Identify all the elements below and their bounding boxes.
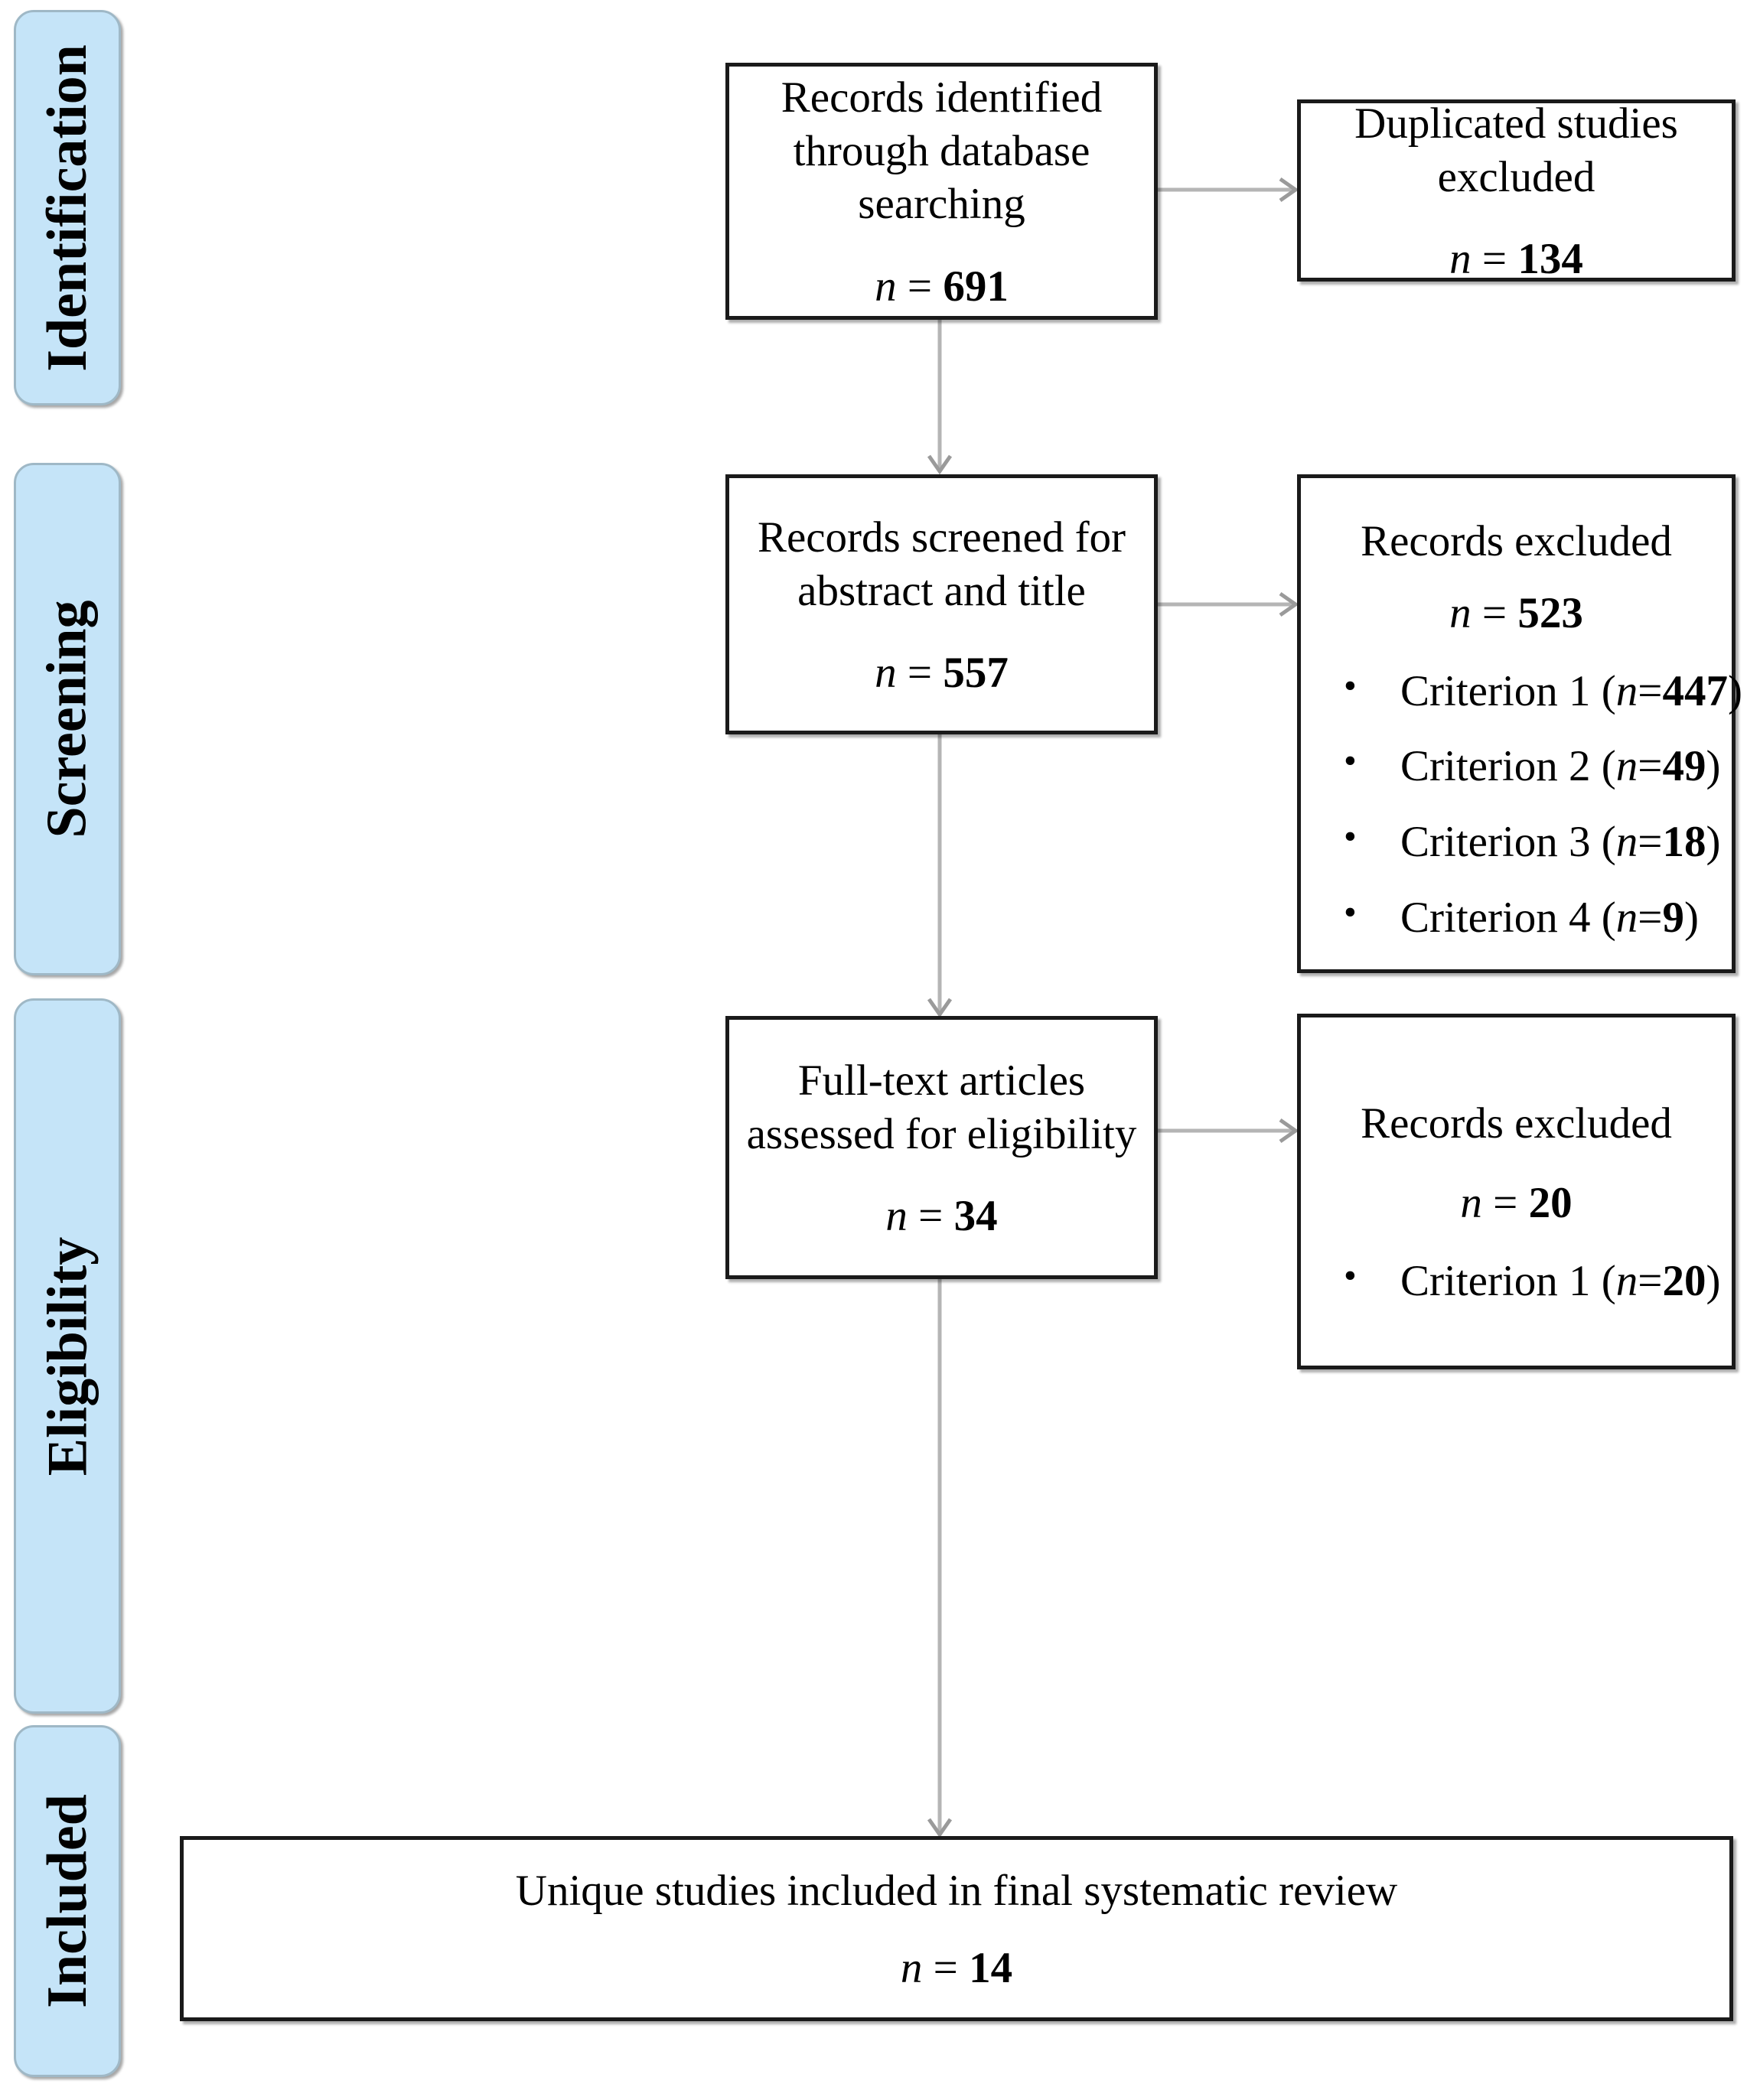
- stage-label-identification: Identification: [14, 10, 121, 405]
- n-eq: =: [1471, 588, 1518, 637]
- criterion-label: Criterion 1 (: [1400, 1256, 1616, 1305]
- criterion-label: Criterion 4 (: [1400, 894, 1616, 943]
- criterion-label: Criterion 3 (: [1400, 818, 1616, 867]
- criterion-label: Criterion 2 (: [1400, 742, 1616, 791]
- criterion-eq: =: [1638, 742, 1663, 791]
- arrow-identified-to-duplicates: [1158, 167, 1303, 213]
- criterion-n-symbol: n: [1615, 1256, 1638, 1305]
- arrow-fulltext-to-excluded-eligibility: [1158, 1108, 1303, 1154]
- duplicated-line2: excluded: [1437, 152, 1595, 201]
- arrow-fulltext-to-included: [917, 1279, 963, 1842]
- n-value: 691: [943, 262, 1009, 311]
- stage-label-eligibility-text: Eligibility: [36, 1236, 99, 1476]
- duplicated-studies-text: Duplicated studies excluded: [1301, 97, 1732, 203]
- excluded-eligibility-heading: Records excluded: [1361, 1099, 1672, 1148]
- n-eq: =: [922, 1944, 970, 1993]
- n-eq: =: [907, 1192, 954, 1241]
- n-eq: =: [896, 649, 944, 698]
- n-symbol: n: [900, 1944, 923, 1993]
- stage-label-eligibility: Eligibility: [14, 998, 121, 1714]
- criterion-eq: =: [1638, 818, 1663, 867]
- criterion-item: Criterion 3 (n=18): [1344, 813, 1732, 871]
- arrow-screened-to-excluded-screening: [1158, 581, 1303, 627]
- fulltext-line2: assessed for eligibility: [746, 1109, 1137, 1158]
- stage-label-included: Included: [14, 1725, 121, 2077]
- criterion-n-symbol: n: [1615, 818, 1638, 867]
- excluded-screening-count: n = 523: [1301, 588, 1732, 638]
- box-duplicated-studies-excluded: Duplicated studies excluded n = 134: [1297, 97, 1736, 284]
- box-records-identified: Records identified through database sear…: [725, 63, 1158, 320]
- criterion-label: Criterion 1 (: [1400, 666, 1616, 715]
- stage-label-screening-text: Screening: [36, 600, 99, 838]
- excluded-eligibility-count: n = 20: [1301, 1178, 1732, 1228]
- included-studies-text: Unique studies included in final systema…: [184, 1864, 1729, 1918]
- duplicated-line1: Duplicated studies: [1354, 99, 1678, 148]
- included-line1: Unique studies included in final systema…: [515, 1866, 1398, 1915]
- criterion-eq: =: [1638, 666, 1663, 715]
- stage-label-included-text: Included: [36, 1794, 99, 2008]
- n-eq: =: [1471, 235, 1518, 284]
- criterion-close: ): [1706, 1256, 1721, 1305]
- records-screened-line1: Records screened for: [757, 513, 1126, 562]
- n-symbol: n: [1449, 235, 1472, 284]
- criterion-item: Criterion 1 (n=447): [1344, 663, 1742, 720]
- fulltext-articles-text: Full-text articles assessed for eligibil…: [729, 1054, 1154, 1161]
- box-records-excluded-eligibility: Records excluded n = 20 Criterion 1 (n=2…: [1297, 1014, 1736, 1369]
- criterion-close: ): [1727, 666, 1742, 715]
- criterion-close: ): [1706, 742, 1721, 791]
- records-identified-count: n = 691: [729, 262, 1154, 311]
- excluded-screening-criteria-list: Criterion 1 (n=447) Criterion 2 (n=49) C…: [1301, 663, 1742, 967]
- fulltext-line1: Full-text articles: [797, 1056, 1086, 1105]
- box-records-excluded-screening: Records excluded n = 523 Criterion 1 (n=…: [1297, 474, 1742, 973]
- n-value: 14: [969, 1944, 1013, 1993]
- criterion-n-symbol: n: [1615, 742, 1638, 791]
- stage-label-screening: Screening: [14, 463, 121, 975]
- excluded-eligibility-criteria-list: Criterion 1 (n=20): [1301, 1252, 1732, 1330]
- box-records-identified-text: Records identified through database sear…: [729, 71, 1154, 231]
- n-value: 523: [1517, 588, 1583, 637]
- n-symbol: n: [875, 262, 897, 311]
- arrow-screened-to-fulltext: [917, 734, 963, 1022]
- criterion-n-value: 447: [1662, 666, 1728, 715]
- excluded-screening-heading: Records excluded: [1361, 517, 1672, 565]
- n-symbol: n: [1460, 1178, 1482, 1227]
- n-symbol: n: [885, 1192, 908, 1241]
- n-eq: =: [1481, 1178, 1529, 1227]
- criterion-item: Criterion 2 (n=49): [1344, 737, 1732, 795]
- box-included-studies: Unique studies included in final systema…: [180, 1836, 1733, 2021]
- records-screened-line2: abstract and title: [797, 566, 1086, 615]
- criterion-item: Criterion 4 (n=9): [1344, 889, 1732, 946]
- criterion-item: Criterion 1 (n=20): [1344, 1252, 1732, 1310]
- n-value: 20: [1528, 1178, 1573, 1227]
- records-identified-line2: through database: [793, 126, 1090, 175]
- criterion-n-value: 9: [1662, 894, 1684, 943]
- criterion-n-value: 49: [1662, 742, 1706, 791]
- records-identified-line1: Records identified: [781, 73, 1103, 122]
- records-screened-text: Records screened for abstract and title: [729, 511, 1154, 617]
- criterion-close: ): [1683, 894, 1699, 943]
- records-screened-count: n = 557: [729, 648, 1154, 698]
- n-value: 134: [1517, 235, 1583, 284]
- stage-label-identification-text: Identification: [36, 44, 99, 372]
- duplicated-count: n = 134: [1301, 234, 1732, 284]
- n-symbol: n: [1449, 588, 1472, 637]
- n-symbol: n: [875, 649, 897, 698]
- box-records-screened: Records screened for abstract and title …: [725, 474, 1158, 734]
- n-value: 34: [953, 1192, 998, 1241]
- box-fulltext-articles: Full-text articles assessed for eligibil…: [725, 1016, 1158, 1279]
- criterion-n-symbol: n: [1615, 666, 1638, 715]
- arrow-identified-to-screened: [917, 320, 963, 479]
- criterion-n-value: 20: [1662, 1256, 1706, 1305]
- n-value: 557: [943, 649, 1009, 698]
- criterion-close: ): [1706, 818, 1721, 867]
- criterion-n-value: 18: [1662, 818, 1706, 867]
- records-identified-line3: searching: [858, 180, 1025, 229]
- n-eq: =: [896, 262, 944, 311]
- criterion-n-symbol: n: [1615, 894, 1638, 943]
- criterion-eq: =: [1638, 894, 1663, 943]
- criterion-eq: =: [1638, 1256, 1663, 1305]
- included-count: n = 14: [184, 1943, 1729, 1993]
- fulltext-count: n = 34: [729, 1191, 1154, 1241]
